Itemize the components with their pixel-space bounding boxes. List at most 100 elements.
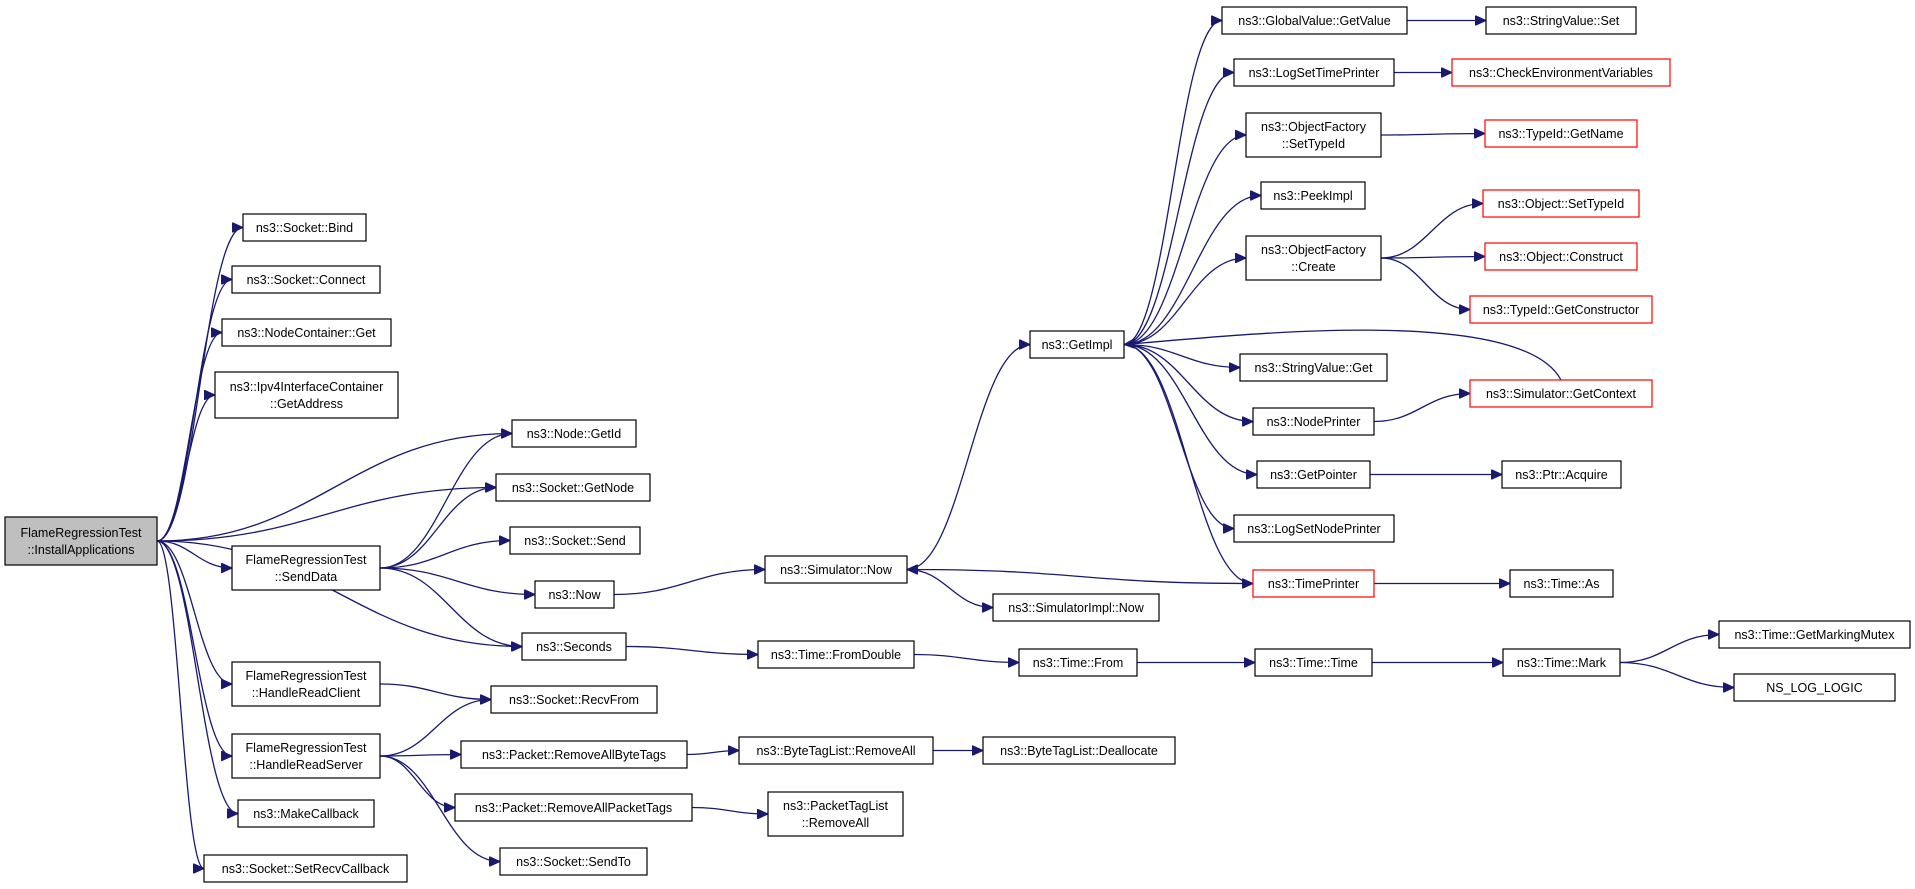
node-label-rmPacketTags-0: ns3::Packet::RemoveAllPacketTags (475, 801, 672, 815)
node-timeas[interactable]: ns3::Time::As (1509, 569, 1614, 598)
node-label-ncget-0: ns3::NodeContainer::Get (237, 326, 376, 340)
node-socketgetnode[interactable]: ns3::Socket::GetNode (495, 473, 651, 502)
edge-simnow-to-simimplnow (906, 568, 993, 608)
node-seconds[interactable]: ns3::Seconds (521, 632, 627, 661)
edge-root-to-nodegetid (156, 434, 512, 542)
node-box-recvfrom (490, 685, 658, 714)
node-logsettp[interactable]: ns3::LogSetTimePrinter (1233, 58, 1395, 87)
node-timetime[interactable]: ns3::Time::Time (1254, 648, 1373, 677)
node-ofcreate[interactable]: ns3::ObjectFactory::Create (1245, 235, 1382, 281)
node-box-objsettypeid (1482, 189, 1640, 218)
node-label-connect-0: ns3::Socket::Connect (247, 273, 366, 287)
node-timemark[interactable]: ns3::Time::Mark (1502, 648, 1621, 677)
node-label-recvfrom-0: ns3::Socket::RecvFrom (509, 693, 639, 707)
node-nodeprinter[interactable]: ns3::NodePrinter (1252, 407, 1375, 436)
node-label-readClient-0: FlameRegressionTest (246, 669, 367, 683)
node-simgetctx[interactable]: ns3::Simulator::GetContext (1469, 379, 1653, 408)
edge-getimpl-to-gvgetvalue (1123, 21, 1222, 346)
edge-root-to-makecb (156, 540, 238, 814)
node-ptracquire[interactable]: ns3::Ptr::Acquire (1501, 460, 1622, 489)
node-box-timefrom (1018, 648, 1138, 677)
node-timeprinter[interactable]: ns3::TimePrinter (1252, 569, 1375, 598)
node-getpointer[interactable]: ns3::GetPointer (1256, 460, 1371, 489)
node-label-socketsend-0: ns3::Socket::Send (524, 534, 626, 548)
node-gvgetvalue[interactable]: ns3::GlobalValue::GetValue (1221, 6, 1408, 35)
edge-root-to-ipv4addr (156, 395, 215, 542)
node-simimplnow[interactable]: ns3::SimulatorImpl::Now (992, 593, 1160, 622)
node-label-readClient-1: ::HandleReadClient (252, 686, 361, 700)
edge-sendData-to-socketsend (379, 541, 510, 569)
node-makecb[interactable]: ns3::MakeCallback (237, 799, 375, 828)
node-box-socketsend (509, 526, 641, 555)
edge-sendData-to-socketgetnode (379, 488, 496, 569)
node-label-svset-0: ns3::StringValue::Set (1503, 14, 1620, 28)
edge-getimpl-to-ofcreate (1123, 258, 1246, 346)
edge-ofcreate-to-objconstruct (1380, 257, 1485, 259)
node-typeidgetctor[interactable]: ns3::TypeId::GetConstructor (1469, 295, 1653, 324)
node-typeidgetname[interactable]: ns3::TypeId::GetName (1484, 119, 1638, 148)
node-socketsend[interactable]: ns3::Socket::Send (509, 526, 641, 555)
node-root[interactable]: FlameRegressionTest::InstallApplications (4, 516, 158, 566)
edge-root-to-seconds (156, 540, 522, 647)
node-btlDealloc[interactable]: ns3::ByteTagList::Deallocate (982, 736, 1176, 765)
node-box-typeidgetname (1484, 119, 1638, 148)
node-box-timeas (1509, 569, 1614, 598)
node-getmarkingmutex[interactable]: ns3::Time::GetMarkingMutex (1718, 620, 1911, 649)
node-box-socketgetnode (495, 473, 651, 502)
node-readClient[interactable]: FlameRegressionTest::HandleReadClient (231, 661, 381, 707)
node-objsettypeid[interactable]: ns3::Object::SetTypeId (1482, 189, 1640, 218)
node-connect[interactable]: ns3::Socket::Connect (231, 265, 381, 294)
node-fromdouble[interactable]: ns3::Time::FromDouble (757, 640, 915, 669)
node-box-nslogic (1733, 673, 1896, 702)
node-svget[interactable]: ns3::StringValue::Get (1239, 353, 1388, 382)
node-simnow[interactable]: ns3::Simulator::Now (764, 555, 908, 584)
node-label-svget-0: ns3::StringValue::Get (1255, 361, 1373, 375)
node-readServer[interactable]: FlameRegressionTest::HandleReadServer (231, 733, 381, 779)
node-getimpl[interactable]: ns3::GetImpl (1029, 330, 1125, 359)
node-label-simimplnow-0: ns3::SimulatorImpl::Now (1008, 601, 1144, 615)
node-ofsettypeid[interactable]: ns3::ObjectFactory::SetTypeId (1245, 112, 1382, 158)
node-label-setrecvcb-0: ns3::Socket::SetRecvCallback (222, 862, 390, 876)
node-label-timeas-0: ns3::Time::As (1524, 577, 1600, 591)
node-checkenv[interactable]: ns3::CheckEnvironmentVariables (1451, 58, 1671, 87)
node-box-getmarkingmutex (1718, 620, 1911, 649)
nodes-layer: FlameRegressionTest::InstallApplications… (4, 6, 1911, 883)
edge-now-to-simnow (613, 570, 765, 596)
node-sendData[interactable]: FlameRegressionTest::SendData (231, 545, 381, 591)
node-label-fromdouble-0: ns3::Time::FromDouble (771, 648, 901, 662)
edge-sendData-to-now (379, 567, 535, 595)
node-svset[interactable]: ns3::StringValue::Set (1485, 6, 1637, 35)
node-box-readClient (231, 661, 381, 707)
node-label-getpointer-0: ns3::GetPointer (1270, 468, 1357, 482)
node-label-getimpl-0: ns3::GetImpl (1042, 338, 1113, 352)
node-rmByteTags[interactable]: ns3::Packet::RemoveAllByteTags (460, 740, 688, 769)
node-ncget[interactable]: ns3::NodeContainer::Get (221, 318, 392, 347)
node-objconstruct[interactable]: ns3::Object::Construct (1484, 242, 1638, 271)
node-label-typeidgetctor-0: ns3::TypeId::GetConstructor (1483, 303, 1639, 317)
node-setrecvcb[interactable]: ns3::Socket::SetRecvCallback (203, 854, 408, 883)
edge-timeprinter-to-simnow (907, 570, 1254, 585)
node-box-seconds (521, 632, 627, 661)
node-ipv4addr[interactable]: ns3::Ipv4InterfaceContainer::GetAddress (214, 371, 399, 419)
node-nslogic[interactable]: NS_LOG_LOGIC (1733, 673, 1896, 702)
edge-getimpl-to-peekimpl (1123, 196, 1261, 346)
edge-readServer-to-rmByteTags (379, 755, 461, 757)
node-btlRemoveAll[interactable]: ns3::ByteTagList::RemoveAll (738, 736, 934, 765)
edge-root-to-socketgetnode (156, 488, 496, 542)
node-box-logsetnp (1233, 514, 1395, 543)
node-sendto[interactable]: ns3::Socket::SendTo (499, 847, 648, 876)
node-label-nodegetid-0: ns3::Node::GetId (527, 427, 622, 441)
node-ptlRemoveAll[interactable]: ns3::PacketTagList::RemoveAll (767, 791, 904, 837)
node-rmPacketTags[interactable]: ns3::Packet::RemoveAllPacketTags (454, 793, 693, 822)
node-nodegetid[interactable]: ns3::Node::GetId (511, 419, 637, 448)
node-label-logsettp-0: ns3::LogSetTimePrinter (1249, 66, 1380, 80)
node-recvfrom[interactable]: ns3::Socket::RecvFrom (490, 685, 658, 714)
node-box-now (534, 580, 615, 609)
node-bind[interactable]: ns3::Socket::Bind (242, 213, 367, 242)
node-timefrom[interactable]: ns3::Time::From (1018, 648, 1138, 677)
node-peekimpl[interactable]: ns3::PeekImpl (1260, 181, 1366, 210)
node-now[interactable]: ns3::Now (534, 580, 615, 609)
node-label-root-0: FlameRegressionTest (21, 526, 142, 540)
node-box-svset (1485, 6, 1637, 35)
node-logsetnp[interactable]: ns3::LogSetNodePrinter (1233, 514, 1395, 543)
